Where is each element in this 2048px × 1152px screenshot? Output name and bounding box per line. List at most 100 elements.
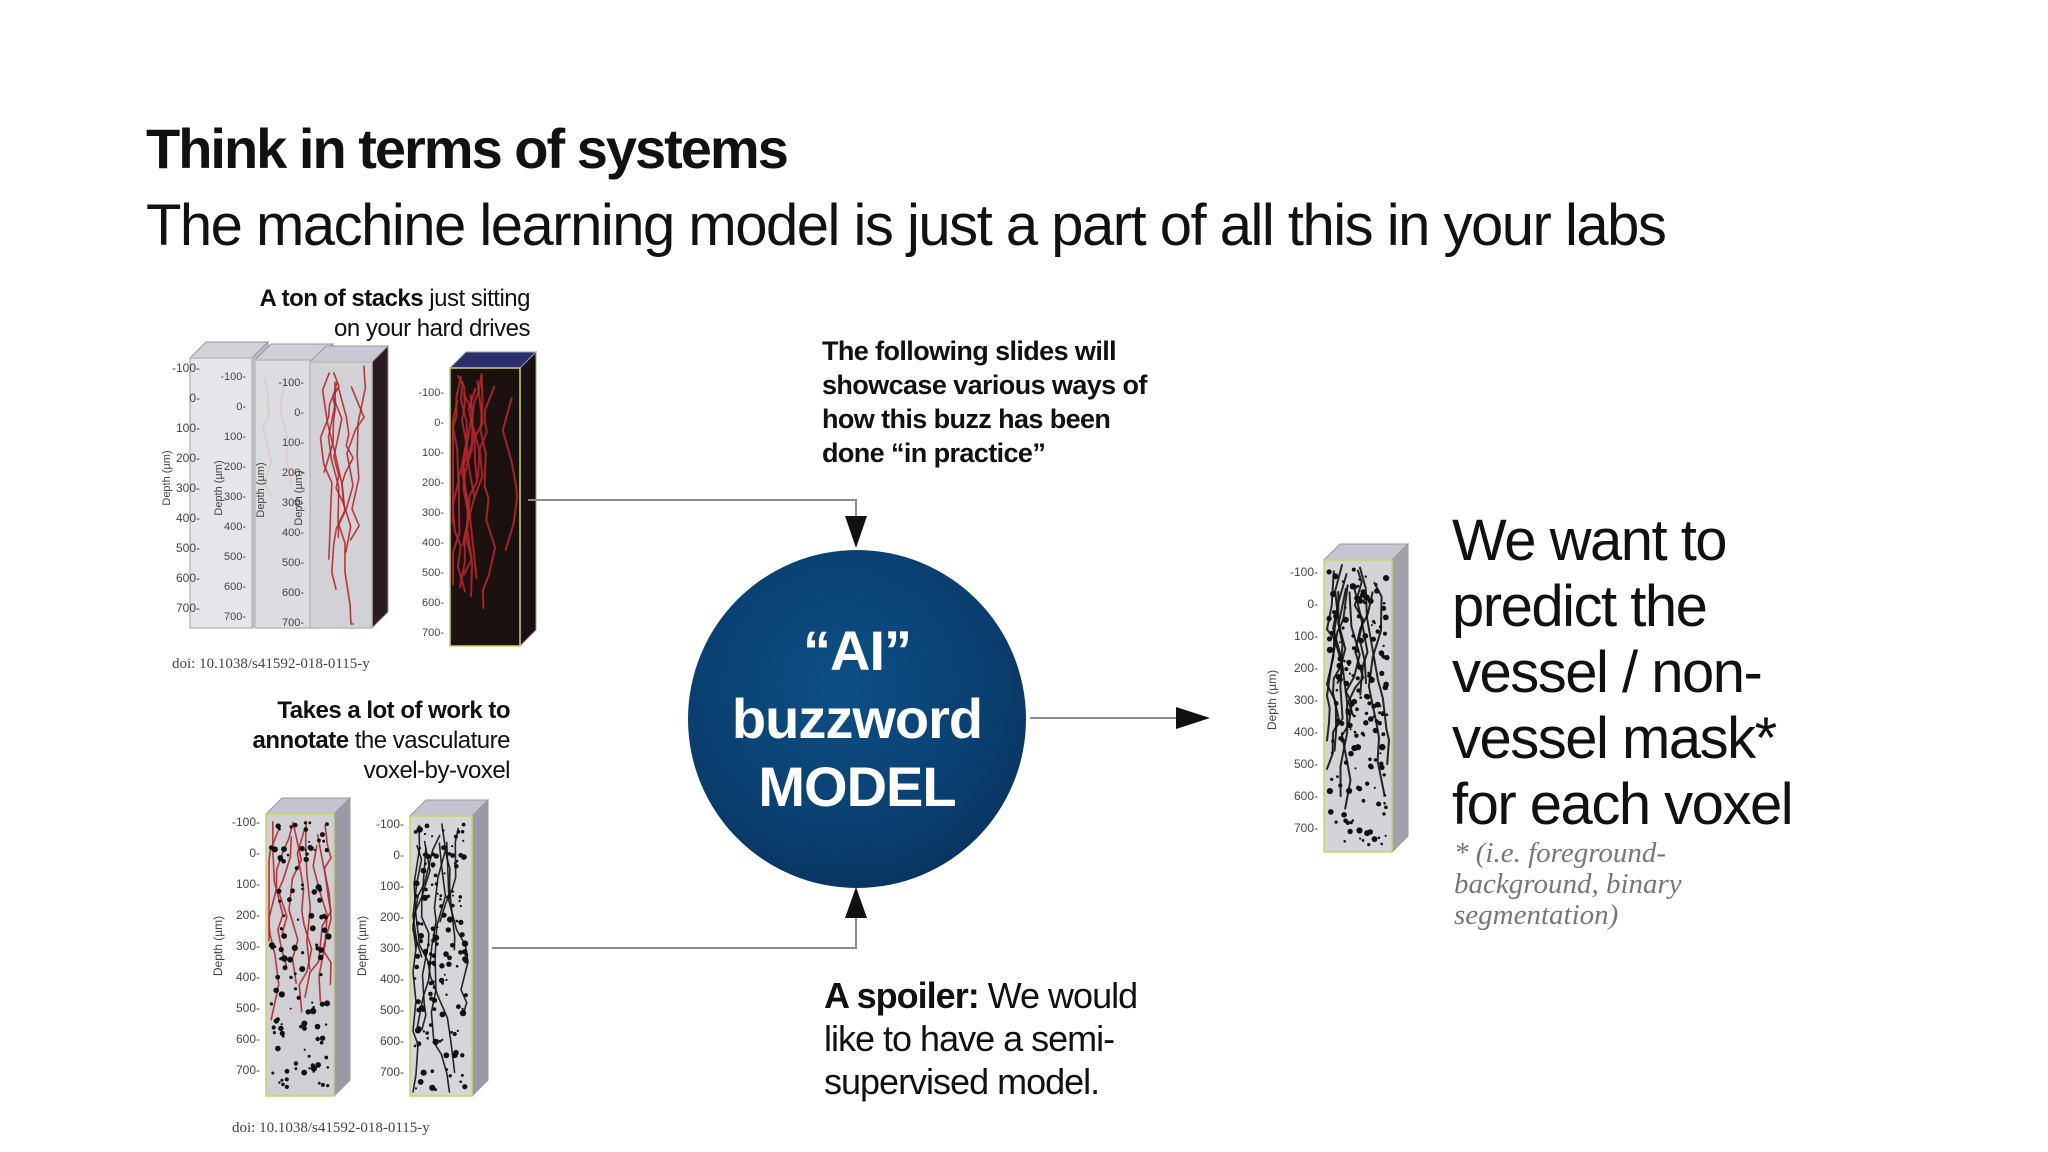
doi-reference-1: doi: 10.1038/s41592-018-0115-y — [172, 656, 370, 672]
depth-axis-title-mask: Depth (µm) — [1265, 670, 1279, 730]
mask-voxel — [455, 859, 459, 863]
mask-voxel — [280, 1023, 283, 1026]
mask-voxel — [425, 853, 431, 860]
model-label-ai: “AI” — [803, 619, 912, 682]
mask-voxel — [1344, 606, 1347, 609]
mask-voxel — [429, 1084, 436, 1091]
mask-voxel — [296, 995, 301, 1000]
mask-voxel — [1346, 787, 1353, 794]
mask-voxel — [318, 947, 324, 953]
mask-voxel — [454, 864, 459, 869]
mask-voxel — [1358, 578, 1361, 581]
mask-voxel — [1349, 821, 1353, 825]
prediction-goal-text: We want to predict the vessel / non- ves… — [1452, 508, 1794, 838]
annotated-stack-2 — [408, 798, 490, 1098]
mask-voxel — [1354, 733, 1359, 738]
mask-voxel — [415, 921, 421, 926]
depth-axis-stack-4: -100-0-100-200-300-400-500-600-700- — [418, 387, 444, 639]
arrow-head-right — [1176, 707, 1210, 729]
depth-tick-label: 0- — [189, 391, 200, 405]
note-line-1: The following slides will — [822, 336, 1117, 366]
mask-voxel — [308, 840, 311, 843]
mask-voxel — [1355, 648, 1360, 653]
depth-tick-label: 300- — [224, 491, 246, 503]
mask-voxel — [1339, 721, 1345, 726]
ai-model-circle: “AI” buzzword MODEL — [688, 550, 1026, 888]
mask-voxel — [461, 940, 469, 947]
mask-voxel — [1354, 767, 1357, 770]
mask-voxel — [305, 1009, 311, 1015]
raw-stack-3 — [308, 344, 390, 630]
mask-voxel — [1383, 802, 1386, 805]
mask-voxel — [1385, 713, 1389, 717]
mask-voxel — [1355, 707, 1359, 712]
depth-tick-label: 100- — [380, 879, 404, 893]
depth-tick-label: 300- — [1294, 693, 1318, 707]
mask-voxel — [436, 892, 439, 895]
mask-voxel — [434, 1088, 437, 1092]
vessel-trace — [466, 387, 479, 597]
mask-voxel — [1336, 775, 1339, 778]
mask-voxel — [322, 839, 326, 843]
mask-voxel — [458, 919, 464, 925]
depth-axis-title-3: Depth (µm) — [255, 462, 267, 517]
depth-tick-label: 100- — [422, 447, 444, 459]
mask-voxel — [1365, 781, 1370, 786]
mask-voxel — [443, 973, 446, 976]
mask-voxel — [1326, 569, 1332, 575]
mask-voxel — [305, 852, 309, 856]
mask-voxel — [1383, 793, 1387, 797]
mask-voxel — [324, 1055, 329, 1060]
mask-voxel — [450, 853, 455, 858]
depth-tick-label: 300- — [176, 481, 200, 495]
vessel-trace — [1325, 584, 1349, 742]
depth-tick-label: 200- — [236, 908, 260, 922]
mask-voxel — [430, 926, 436, 931]
mask-voxel — [458, 899, 461, 903]
vessel-trace — [451, 375, 462, 525]
mask-voxel — [1372, 715, 1376, 718]
mask-voxel — [413, 1044, 417, 1048]
arrow-head-down — [845, 516, 867, 548]
depth-tick-label: -100- — [376, 817, 404, 831]
mask-voxel — [464, 950, 467, 953]
mask-voxel — [432, 963, 436, 967]
mask-voxel — [1356, 827, 1363, 834]
mask-voxel — [1345, 708, 1349, 712]
depth-axis-title-annotated-1: Depth (µm) — [211, 916, 225, 976]
mask-voxel — [1338, 783, 1343, 788]
mask-voxel — [1361, 798, 1366, 803]
mask-voxel — [445, 927, 451, 933]
mask-voxel — [1379, 705, 1382, 708]
mask-voxel — [1364, 830, 1371, 837]
depth-axis-stack-3: -100-0-100-200-300-400-500-600-700- — [278, 377, 304, 629]
mask-voxel — [284, 1084, 289, 1089]
mask-voxel — [1375, 629, 1380, 634]
depth-tick-label: 600- — [236, 1032, 260, 1046]
mask-voxel — [271, 1025, 276, 1030]
mask-voxel — [1379, 743, 1386, 751]
vessel-trace — [268, 821, 294, 942]
depth-tick-label: 300- — [422, 507, 444, 519]
mask-voxel — [282, 965, 288, 971]
stack-side-face — [1391, 542, 1409, 854]
vessel-trace — [277, 836, 293, 934]
mask-voxel — [291, 944, 298, 951]
mask-voxel — [324, 1023, 328, 1026]
mask-voxel — [461, 1007, 464, 1010]
mask-voxel — [441, 982, 444, 985]
stacks-caption: A ton of stacks just sitting on your har… — [240, 284, 530, 344]
mask-voxel — [1361, 839, 1365, 842]
mask-voxel — [431, 953, 437, 958]
vessel-trace — [337, 387, 355, 506]
mask-stack — [1322, 542, 1410, 854]
arrow-line-bottom — [492, 908, 857, 949]
mask-voxel — [324, 848, 329, 853]
mask-voxel — [276, 888, 282, 894]
mask-voxel — [455, 964, 459, 968]
mask-voxel — [1340, 732, 1344, 735]
mask-voxel — [1359, 837, 1362, 840]
vessel-trace — [304, 820, 312, 970]
mask-voxel — [1355, 676, 1360, 681]
mask-voxel — [420, 922, 424, 926]
